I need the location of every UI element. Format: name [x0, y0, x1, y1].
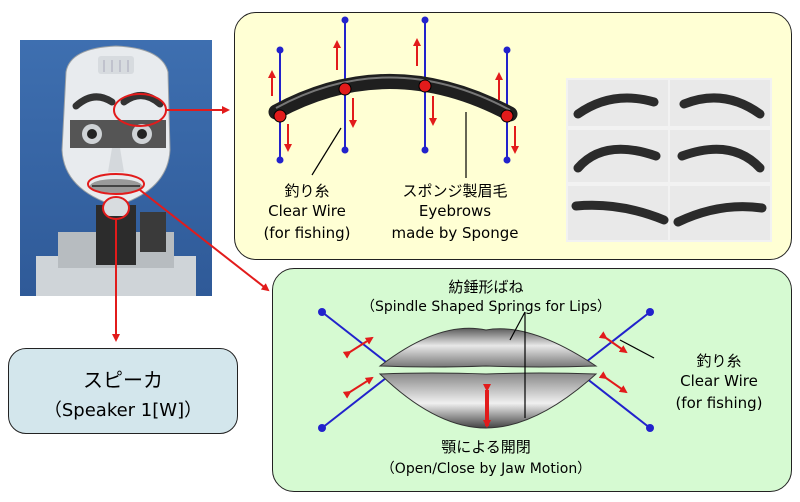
jaw-label-en: （Open/Close by Jaw Motion）: [380, 461, 592, 477]
lip-wire-label-en1: Clear Wire: [680, 372, 758, 390]
upper-lip-spring: [378, 327, 598, 368]
speaker-box: [8, 348, 238, 434]
spring-label-jp: 紡錘形ばね: [448, 278, 524, 296]
jaw-label-jp: 顎による開閉: [441, 438, 531, 456]
sponge-eyebrow-shape: [268, 74, 518, 122]
lip-wire-label-en2: (for fishing): [675, 394, 763, 412]
sponge-label-jp: スポンジ製眉毛: [402, 182, 508, 200]
eyebrow-wire-label-en2: (for fishing): [263, 224, 351, 242]
speaker-label-jp: スピーカ: [83, 368, 163, 392]
connector-arrows: [112, 106, 270, 342]
spring-label-en: （Spindle Shaped Springs for Lips）: [360, 299, 612, 315]
eyebrow-diagram: [268, 16, 519, 178]
eyebrow-photos: [566, 78, 772, 242]
lip-wire-label-jp: 釣り糸: [696, 352, 742, 370]
speaker-label-en: （Speaker 1[W]）: [43, 400, 203, 421]
sponge-label-en2: made by Sponge: [391, 224, 519, 242]
eyebrow-wire-label-jp: 釣り糸: [284, 182, 330, 200]
lip-diagram: [318, 308, 655, 432]
sponge-label-en1: Eyebrows: [418, 202, 492, 220]
eyebrow-wire-label-en1: Clear Wire: [268, 202, 346, 220]
